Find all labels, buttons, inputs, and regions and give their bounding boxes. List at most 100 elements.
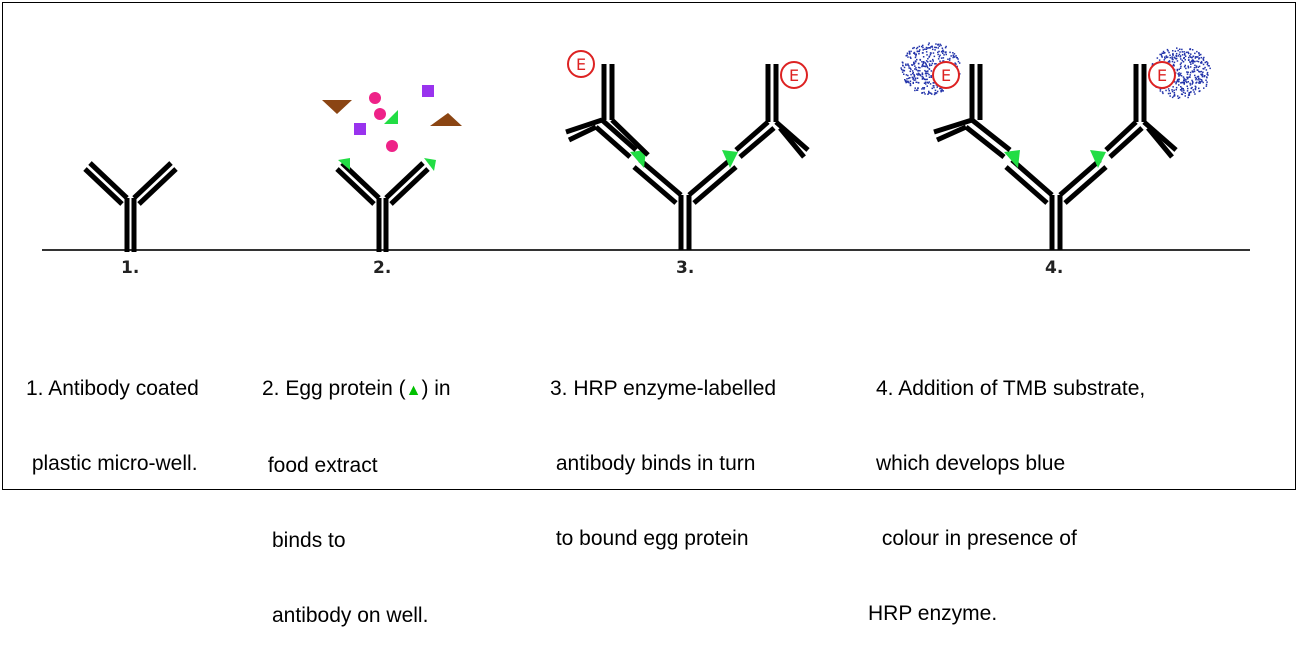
tmb-dot	[1191, 56, 1193, 59]
tmb-dot	[923, 91, 925, 94]
tmb-dot	[1169, 92, 1171, 95]
tmb-dot	[935, 92, 938, 94]
tmb-dot	[929, 47, 931, 49]
tmb-dot	[909, 80, 912, 82]
tmb-dot	[1185, 80, 1187, 82]
tmb-dot	[1176, 47, 1178, 49]
tmb-dot	[948, 59, 951, 61]
tmb-dot	[1188, 59, 1190, 61]
tmb-dot	[922, 44, 924, 47]
tmb-dot	[1191, 80, 1194, 83]
tmb-dot	[918, 50, 920, 53]
tmb-dot	[1172, 52, 1174, 55]
tmb-dot	[1179, 48, 1181, 50]
tmb-dot	[927, 72, 929, 75]
tmb-dot	[1192, 71, 1194, 73]
tmb-dot	[909, 82, 912, 85]
tmb-dot	[1200, 81, 1202, 83]
tmb-dot	[921, 65, 923, 68]
tmb-dot	[1166, 48, 1169, 51]
tmb-dot	[956, 56, 958, 59]
tmb-dot	[1192, 60, 1194, 63]
tmb-dot	[924, 78, 926, 81]
tmb-dot	[931, 87, 933, 90]
tmb-dot	[1203, 75, 1205, 78]
tmb-dot	[953, 53, 956, 55]
tmb-dot	[928, 68, 930, 70]
tmb-dot	[1189, 56, 1192, 58]
tmb-dot	[1172, 86, 1174, 88]
bound-egg-protein	[630, 150, 646, 168]
tmb-dot	[1198, 57, 1201, 59]
purple-protein	[354, 123, 366, 135]
tmb-dot	[958, 62, 961, 64]
tmb-dot	[918, 73, 920, 76]
tmb-dot	[917, 66, 920, 69]
tmb-dot	[903, 66, 906, 69]
tmb-dot	[955, 63, 957, 65]
tmb-dot	[938, 45, 941, 47]
tmb-dot	[1171, 96, 1174, 99]
tmb-dot	[942, 49, 944, 51]
tmb-dot	[1206, 71, 1209, 74]
enzyme-label-E: E	[567, 50, 595, 78]
tmb-dot	[943, 60, 945, 62]
tmb-dot	[956, 65, 958, 68]
caption-line: HRP enzyme.	[868, 602, 998, 625]
tmb-dot	[928, 90, 930, 93]
tmb-dot	[1200, 62, 1203, 64]
tmb-dot	[1178, 96, 1181, 99]
tmb-dot	[1180, 58, 1182, 60]
tmb-dot	[1201, 73, 1204, 75]
tmb-dot	[935, 63, 937, 65]
tmb-dot	[931, 62, 934, 65]
tmb-dot	[932, 48, 934, 51]
tmb-dot	[1167, 92, 1170, 95]
tmb-dot	[1186, 76, 1188, 78]
tmb-dot	[934, 46, 936, 49]
tmb-dot	[917, 87, 919, 89]
tmb-dot	[924, 65, 927, 68]
caption-step-4: 4. Addition of TMB substrate, which deve…	[868, 326, 1145, 651]
tmb-dot	[932, 82, 934, 84]
tmb-dot	[942, 57, 945, 59]
svg-text:E: E	[941, 66, 951, 85]
magenta-protein	[369, 92, 381, 104]
tmb-dot	[1182, 88, 1184, 90]
tmb-dot	[914, 65, 916, 67]
tmb-dot	[922, 65, 925, 67]
tmb-dot	[1205, 61, 1208, 63]
tmb-dot	[934, 92, 937, 95]
tmb-dot	[930, 76, 932, 78]
tmb-dot	[922, 76, 924, 79]
tmb-dot	[930, 64, 933, 66]
tmb-dot	[1167, 50, 1169, 52]
tmb-dot	[1182, 76, 1185, 78]
tmb-dot	[1161, 91, 1164, 93]
tmb-dot	[1181, 51, 1184, 53]
tmb-dot	[917, 62, 920, 65]
tmb-dot	[1195, 78, 1197, 81]
tmb-dot	[1189, 55, 1191, 57]
tmb-dot	[1198, 70, 1200, 73]
tmb-dot	[1171, 90, 1174, 93]
tmb-dot	[916, 73, 918, 75]
tmb-dot	[1202, 58, 1204, 60]
tmb-dot	[1180, 93, 1183, 95]
tmb-dot	[1202, 71, 1204, 73]
tmb-dot	[942, 60, 944, 62]
caption-line: colour in presence of	[876, 527, 1077, 550]
tmb-dot	[935, 46, 937, 49]
tmb-dot	[1187, 96, 1189, 99]
tmb-dot	[1164, 56, 1166, 58]
tmb-dot	[1189, 84, 1192, 86]
tmb-dot	[922, 49, 924, 51]
tmb-dot	[914, 68, 916, 70]
tmb-dot	[927, 43, 930, 46]
elisa-diagram: E E	[42, 42, 1250, 493]
tmb-dot	[1182, 61, 1185, 63]
tmb-dot	[931, 93, 933, 95]
caption-line: to bound egg protein	[550, 527, 749, 550]
tmb-dot	[1195, 77, 1198, 80]
tmb-dot	[926, 85, 928, 87]
